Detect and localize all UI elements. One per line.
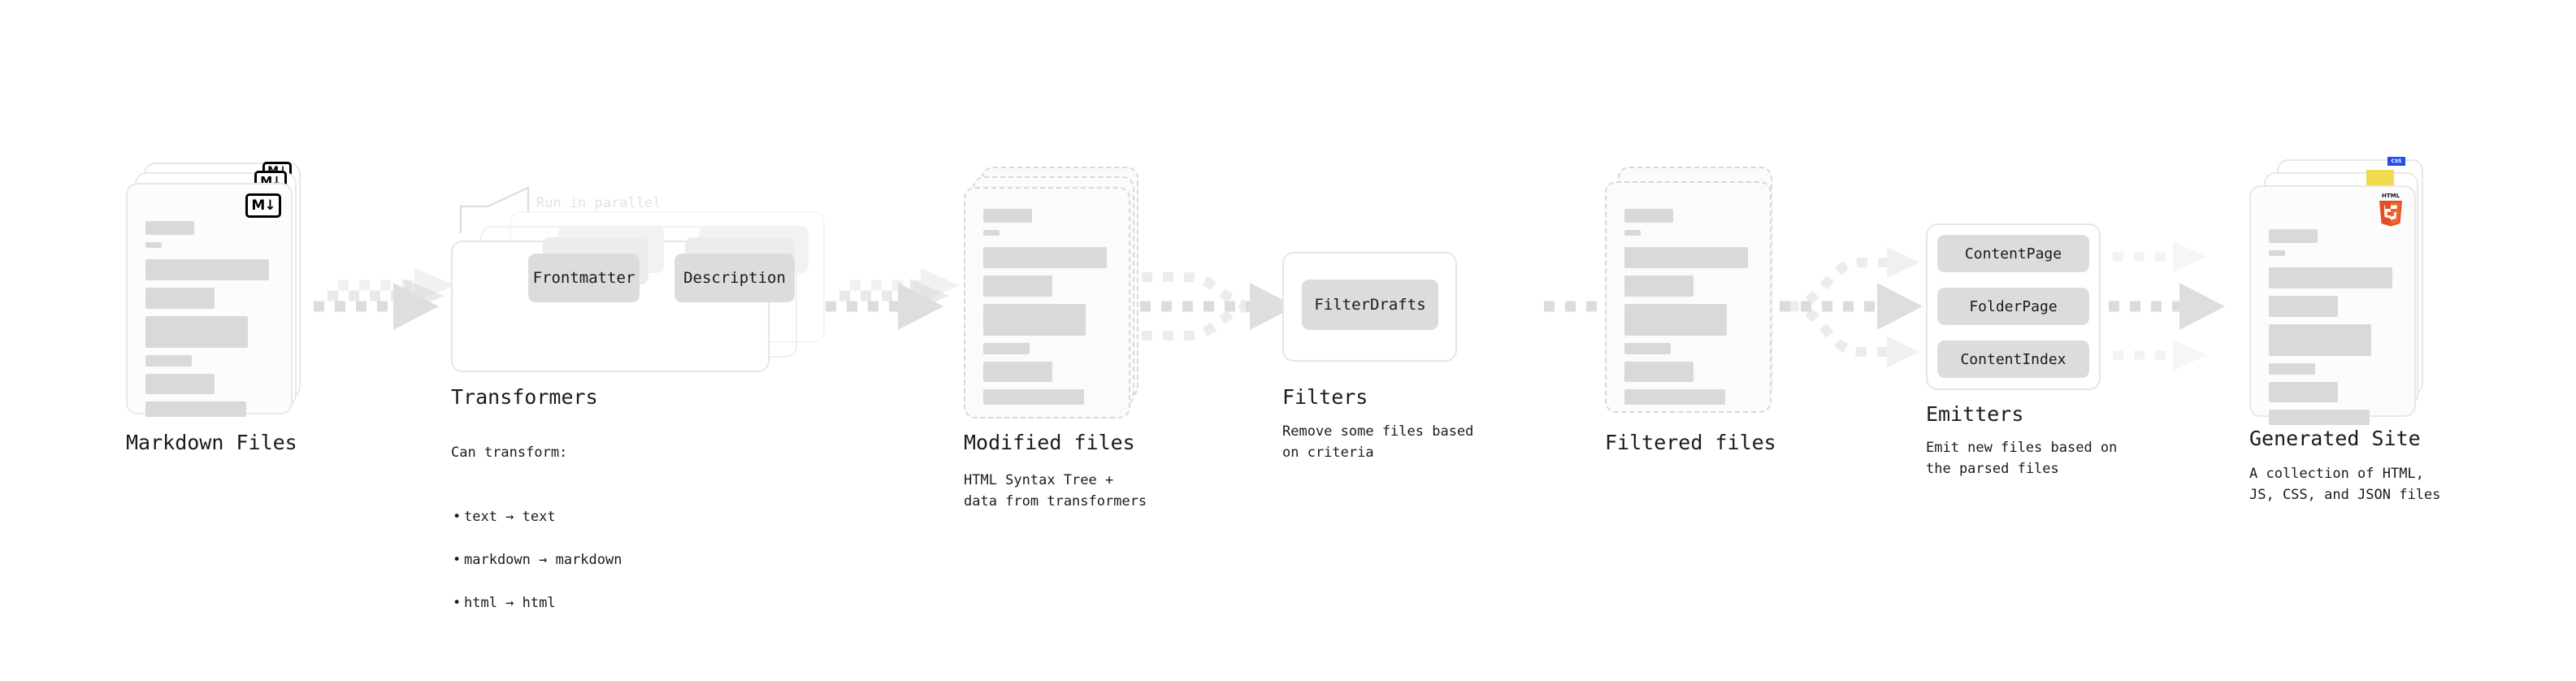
- arrow-markdown-to-transformers: [314, 268, 455, 330]
- transformer-pill-description[interactable]: Description: [674, 254, 795, 302]
- content-bar: [2269, 324, 2371, 356]
- modified-file-card: [964, 187, 1130, 419]
- arrow-modified-to-filters: [1140, 272, 1295, 340]
- emitter-pill-contentindex[interactable]: ContentIndex: [1937, 340, 2089, 378]
- content-bar: [983, 343, 1030, 354]
- content-bar: [2269, 410, 2370, 425]
- filter-pill-filterdrafts[interactable]: FilterDrafts: [1302, 280, 1438, 330]
- run-in-parallel-label: Run in parallel: [536, 195, 661, 211]
- content-bar: [1624, 389, 1726, 405]
- transformers-bullet: markdown → markdown: [453, 549, 719, 571]
- transformers-bullet: html → html: [453, 592, 719, 614]
- stage-desc-generated-site: A collection of HTML, JS, CSS, and JSON …: [2249, 466, 2441, 504]
- transformers-desc-lead: Can transform:: [451, 445, 568, 462]
- content-bar: [1624, 247, 1749, 268]
- stage-desc-modified-files: HTML Syntax Tree + data from transformer…: [964, 472, 1147, 510]
- stage-title-generated-site: Generated Site: [2249, 427, 2421, 450]
- stage-title-transformers: Transformers: [451, 385, 598, 409]
- stage-title-markdown-files: Markdown Files: [126, 431, 297, 454]
- content-bar: [983, 389, 1085, 405]
- svg-text:HTML: HTML: [2382, 193, 2400, 199]
- markdown-icon: M↓: [245, 193, 281, 218]
- content-bar: [145, 401, 247, 417]
- generated-site-stack: CSS HTML: [2249, 157, 2424, 425]
- content-bar: [983, 275, 1052, 297]
- markdown-file-card: M↓: [126, 183, 293, 417]
- content-bar: [145, 316, 248, 348]
- modified-files-stack: [964, 167, 1138, 419]
- emitters-group: ContentPage FolderPage ContentIndex: [1926, 223, 2101, 390]
- content-bar: [2269, 382, 2338, 402]
- content-bar: [983, 362, 1052, 382]
- content-bar: [1624, 230, 1641, 236]
- content-bar: [145, 355, 192, 367]
- content-bar: [2269, 296, 2338, 317]
- css-icon: CSS: [2387, 157, 2405, 166]
- content-bar: [983, 304, 1086, 336]
- content-bar: [145, 242, 163, 248]
- content-bar: [2269, 229, 2318, 243]
- arrow-emitters-to-site: [2109, 241, 2225, 371]
- filtered-files-stack: [1605, 167, 1780, 419]
- stage-desc-transformers: Can transform: text → text markdown → ma…: [451, 421, 719, 657]
- filtered-file-card: [1605, 181, 1772, 413]
- stage-title-filters: Filters: [1282, 385, 1368, 409]
- content-bar: [983, 247, 1108, 268]
- content-bar: [983, 230, 1000, 236]
- filtered-file-content: [1624, 209, 1752, 412]
- transformer-pill-frontmatter[interactable]: Frontmatter: [528, 254, 640, 302]
- content-bar: [2269, 267, 2393, 288]
- stage-desc-emitters: Emit new files based on the parsed files: [1926, 440, 2118, 478]
- stage-title-modified-files: Modified files: [964, 431, 1135, 454]
- content-bar: [145, 374, 215, 394]
- markdown-files-stack: M↓ M↓ M↓: [126, 162, 301, 417]
- content-bar: [145, 288, 215, 309]
- js-icon: [2366, 170, 2394, 188]
- stage-title-filtered-files: Filtered files: [1605, 431, 1776, 454]
- content-bar: [1624, 362, 1693, 382]
- content-bar: [2269, 363, 2315, 375]
- emitter-pill-folderpage[interactable]: FolderPage: [1937, 288, 2089, 325]
- content-bar: [145, 221, 194, 235]
- transformers-bullet-list: text → text markdown → markdown html → h…: [451, 485, 719, 635]
- content-bar: [1624, 275, 1693, 297]
- emitter-pill-contentpage[interactable]: ContentPage: [1937, 235, 2089, 272]
- content-bar: [1624, 343, 1671, 354]
- markdown-file-content: [145, 221, 273, 424]
- content-bar: [1624, 304, 1727, 336]
- content-bar: [145, 259, 270, 280]
- generated-site-content: [2269, 229, 2396, 432]
- content-bar: [2269, 250, 2286, 256]
- html5-icon: HTML: [2377, 191, 2405, 227]
- stage-desc-filters: Remove some files based on criteria: [1282, 423, 1474, 462]
- filters-group: FilterDrafts: [1282, 252, 1457, 362]
- transformers-group: Frontmatter Description: [451, 211, 833, 372]
- transformers-bullet: text → text: [453, 506, 719, 528]
- generated-site-card: HTML: [2249, 185, 2416, 425]
- arrow-filtered-to-emitters: [1780, 247, 1923, 367]
- stage-title-emitters: Emitters: [1926, 402, 2024, 426]
- modified-file-content: [983, 209, 1111, 412]
- content-bar: [983, 209, 1032, 223]
- content-bar: [1624, 209, 1673, 223]
- arrow-transformers-to-modified: [826, 268, 960, 330]
